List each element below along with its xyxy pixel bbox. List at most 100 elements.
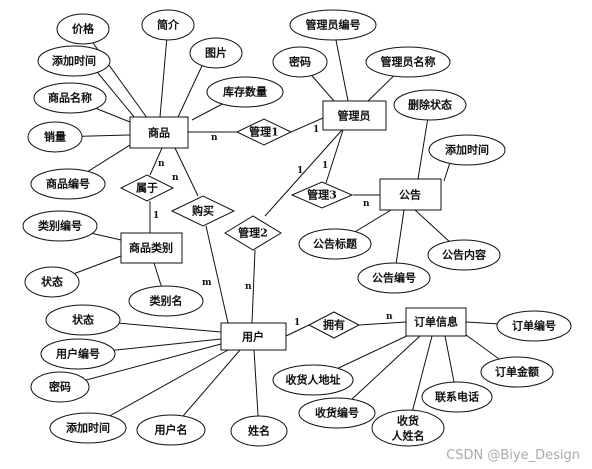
cardinality-manage1-admin: 1 (313, 125, 319, 135)
cardinality-belong-category: 1 (153, 211, 159, 221)
attr-cat-name-ellipse (128, 285, 204, 317)
attr-user-name: 用户名 (155, 423, 188, 437)
attr-goods-stock: 库存数量 (223, 85, 267, 99)
attr-order-recvname-line1: 收货 (397, 414, 419, 428)
attr-order-recvname-ellipse (371, 409, 445, 447)
attr-cat-name: 类别名 (150, 294, 183, 308)
attr-user-realname-ellipse (230, 415, 288, 447)
attr-user-status-ellipse (45, 304, 121, 336)
relation-buy-label: 购买 (192, 204, 214, 218)
attr-goods-intro-ellipse (141, 9, 195, 41)
attr-order-amount-ellipse (480, 356, 554, 388)
attr-goods-image: 图片 (205, 46, 227, 60)
attr-cat-no-ellipse (22, 210, 98, 242)
cardinality-goods-manage1: n (211, 133, 218, 143)
attr-order-addr: 收货人地址 (286, 373, 341, 387)
entity-notice-label: 公告 (399, 188, 421, 202)
attr-notice-addtime-ellipse (428, 134, 506, 166)
entity-user-box (220, 322, 287, 351)
entity-user-label: 用户 (242, 330, 264, 344)
cardinality-buy-user: m (202, 278, 212, 288)
attr-user-status: 状态 (72, 313, 94, 327)
entity-goods-box (129, 116, 189, 149)
attr-goods-no-ellipse (30, 168, 106, 200)
attr-notice-no-ellipse (357, 262, 431, 294)
cardinality-admin-manage3: 1 (322, 161, 328, 171)
attr-order-no-ellipse (496, 310, 572, 342)
relation-manage1-label: 管理1 (249, 125, 279, 139)
cardinality-user-own: 1 (294, 318, 300, 328)
relation-manage1-diamond (235, 118, 293, 146)
entity-order-label: 订单信息 (414, 315, 458, 329)
attr-user-pwd-ellipse (30, 371, 90, 403)
attr-goods-price: 价格 (72, 22, 95, 36)
attr-user-realname: 姓名 (248, 424, 270, 438)
relation-own-label: 拥有 (323, 318, 345, 332)
attr-user-addtime: 添加时间 (66, 421, 110, 435)
attr-admin-no: 管理员编号 (306, 18, 361, 32)
entity-notice-box (379, 178, 442, 211)
attr-notice-title: 公告标题 (313, 237, 358, 251)
attr-admin-name-ellipse (365, 46, 451, 78)
cardinality-manage2-user: n (245, 282, 252, 292)
attr-goods-addtime-ellipse (37, 45, 111, 77)
attr-order-recvno: 收货编号 (315, 406, 359, 420)
attr-user-pwd: 密码 (49, 380, 71, 394)
relation-manage2-label: 管理2 (238, 226, 268, 240)
attr-notice-content: 公告内容 (442, 248, 486, 262)
entity-admin-box (322, 100, 387, 131)
cardinality-manage3-notice: n (363, 199, 370, 209)
attr-goods-addtime: 添加时间 (52, 54, 96, 68)
attr-user-no-ellipse (40, 338, 116, 370)
attr-user-name-ellipse (136, 414, 206, 446)
cardinality-goods-belong: n (158, 159, 165, 169)
relation-buy-diamond (170, 195, 236, 227)
relation-own-diamond (307, 311, 361, 339)
attr-user-no: 用户编号 (56, 347, 100, 361)
relation-belong-label: 属于 (136, 182, 158, 195)
attr-user-addtime-ellipse (49, 412, 127, 444)
attr-notice-no: 公告编号 (372, 271, 416, 285)
watermark: CSDN @Biye_Design (446, 448, 580, 463)
attr-notice-addtime: 添加时间 (445, 143, 489, 157)
attr-notice-delete: 删除状态 (408, 98, 452, 112)
entity-order-box (405, 307, 467, 337)
attr-admin-no-ellipse (289, 9, 377, 41)
cardinality-goods-buy: n (172, 173, 179, 183)
attr-order-recvname-line2: 人姓名 (392, 429, 425, 443)
attr-order-addr-ellipse (272, 364, 354, 396)
attr-goods-stock-ellipse (206, 76, 284, 108)
attr-goods-name: 商品名称 (48, 91, 92, 105)
attr-cat-no: 类别编号 (38, 219, 82, 233)
attr-order-phone: 联系电话 (435, 390, 479, 404)
entity-admin-label: 管理员 (338, 109, 371, 123)
attr-order-amount: 订单金额 (495, 365, 539, 379)
relation-manage3-diamond (290, 181, 354, 209)
attr-goods-no: 商品编号 (46, 177, 90, 191)
attr-notice-content-ellipse (427, 239, 501, 271)
attr-goods-price-ellipse (56, 13, 110, 45)
attr-order-no: 订单编号 (512, 319, 556, 333)
cardinality-admin-manage2: 1 (297, 166, 303, 176)
attr-order-phone-ellipse (421, 381, 493, 413)
attr-notice-delete-ellipse (393, 89, 467, 121)
entity-category-box (120, 232, 183, 264)
entity-goods-label: 商品 (148, 126, 170, 140)
attr-cat-status: 状态 (41, 275, 63, 289)
attr-goods-sales: 销量 (44, 130, 66, 144)
attr-notice-title-ellipse (298, 228, 372, 260)
attr-admin-pwd-ellipse (272, 46, 328, 78)
cardinality-own-order: n (386, 312, 393, 322)
entity-category-label: 商品类别 (129, 241, 173, 255)
attr-admin-name: 管理员名称 (381, 55, 436, 69)
relation-belong-diamond (119, 174, 175, 202)
attr-order-recvno-ellipse (298, 397, 376, 429)
attr-admin-pwd: 密码 (289, 55, 311, 69)
attr-goods-intro: 简介 (157, 18, 180, 32)
relation-manage2-diamond (224, 215, 282, 251)
attr-goods-image-ellipse (189, 37, 243, 69)
attr-cat-status-ellipse (24, 266, 80, 298)
relation-manage3-label: 管理3 (307, 188, 337, 202)
attr-goods-sales-ellipse (27, 121, 83, 153)
